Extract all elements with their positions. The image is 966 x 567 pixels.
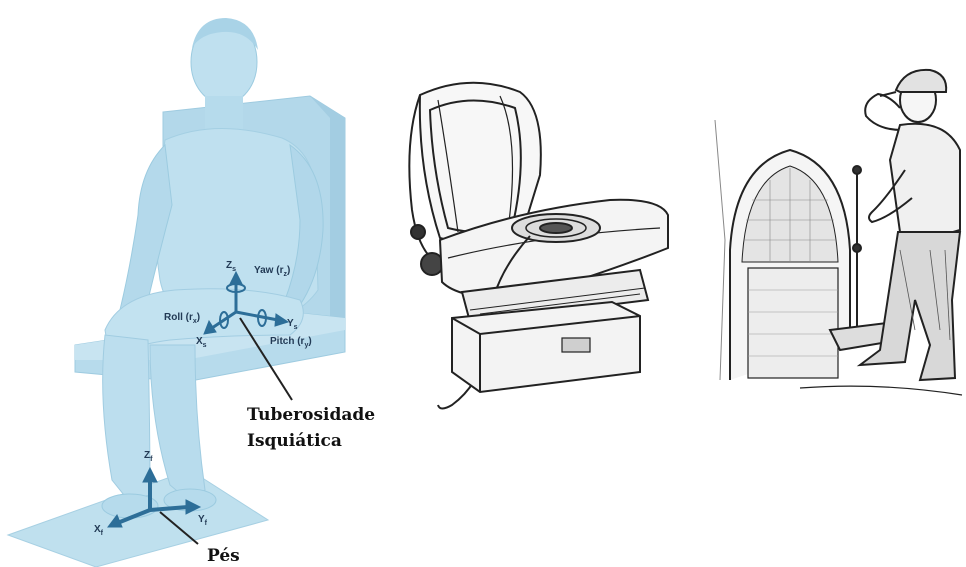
seat-point-label-line2: Isquiática bbox=[247, 431, 342, 451]
worker-torso bbox=[890, 124, 960, 236]
seated-human-model: Zs Yaw (rz) Roll (rx) Ys Pitch (ry) Xs Z… bbox=[8, 18, 375, 567]
left-shin bbox=[103, 335, 150, 500]
adjust-knob-lower bbox=[421, 253, 443, 275]
worker-sketch bbox=[715, 70, 962, 395]
feet-label: Pés bbox=[207, 546, 240, 566]
seat-point-label-line1: Tuberosidade bbox=[247, 405, 375, 425]
vehicle-seat-sketch bbox=[409, 83, 668, 409]
adjust-knob-upper bbox=[411, 225, 425, 239]
